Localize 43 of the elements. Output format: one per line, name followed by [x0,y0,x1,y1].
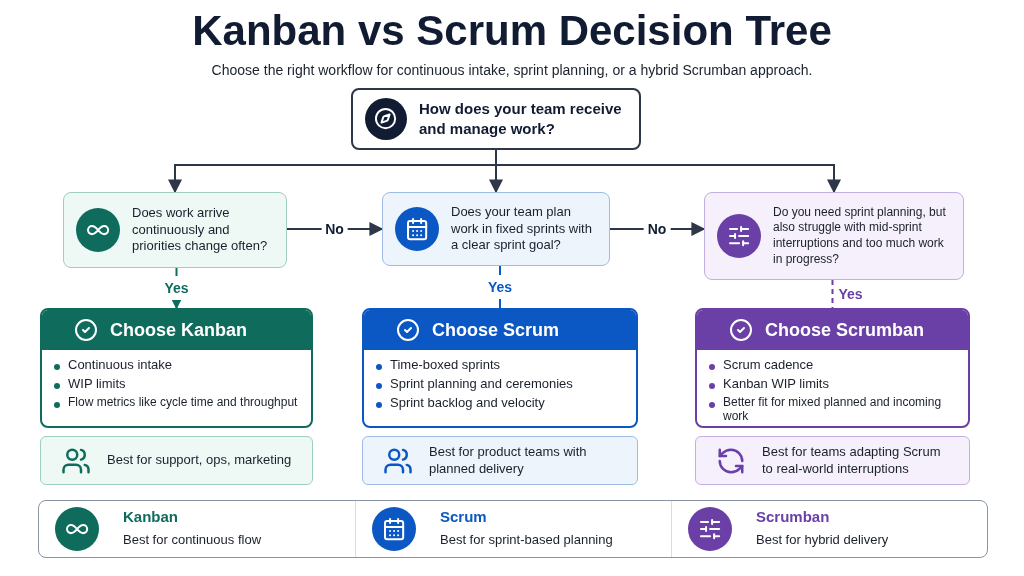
note-text: Best for support, ops, marketing [107,452,292,469]
summary-text: Best for sprint-based planning [440,531,613,547]
note-box [40,436,313,485]
summary-title: Kanban [123,508,178,526]
summary-title: Scrumban [756,508,830,526]
summary-text: Best for continuous flow [123,531,262,547]
bullet-text: Flow metrics like cycle time and throughput [68,395,298,410]
card-heading: Choose Scrum [432,318,560,342]
note-box [362,436,638,485]
note-text: Best for product teams with planned delivery [429,443,588,478]
bullet-text: Continuous intake [68,358,173,373]
bullet-text: WIP limits [68,376,126,392]
result-card [40,308,313,428]
edge-label: No [325,221,344,237]
note-text: Best for teams adapting Scrum to real-world interruptions [762,443,942,478]
summary-title: Scrum [440,508,487,526]
summary-text: Best for hybrid delivery [756,531,889,547]
bullet-text: Time-boxed sprints [390,358,501,373]
question-text: Does your team plan work in fixed sprints with a clear sprint goal? [451,203,593,255]
edge-label: Yes [487,279,513,295]
summary-panel [38,500,988,558]
bullet-text: Kanban WIP limits [723,376,829,392]
bullet-text: Scrum cadence [723,358,814,373]
result-card [362,308,638,428]
note-box [695,436,970,485]
result-card [695,308,970,428]
question-box [704,192,964,280]
edge-label: Yes [838,286,863,302]
title: Kanban vs Scrum Decision Tree [192,8,832,55]
card-heading: Choose Kanban [110,318,247,342]
subtitle: Choose the right workflow for continuous intake, sprint planning, or a hybrid Scrumban approach. [211,61,813,80]
bullet-text: Sprint backlog and velocity [390,395,545,411]
edge-label: No [647,221,667,237]
card-heading: Choose Scrumban [765,318,925,342]
question-text: How does your team receive and manage work? [419,98,623,139]
bullet-text: Better fit for mixed planned and incoming work [723,395,943,424]
question-box [351,88,641,150]
question-text: Does work arrive continuously and priorities change often? [132,204,269,256]
edge-label: Yes [164,280,189,296]
question-text: Do you need sprint planning, but also struggle with mid-sprint interruptions and too much work in progress? [773,204,947,268]
question-box [382,192,610,266]
question-box [63,192,287,268]
bullet-text: Sprint planning and ceremonies [390,376,573,392]
